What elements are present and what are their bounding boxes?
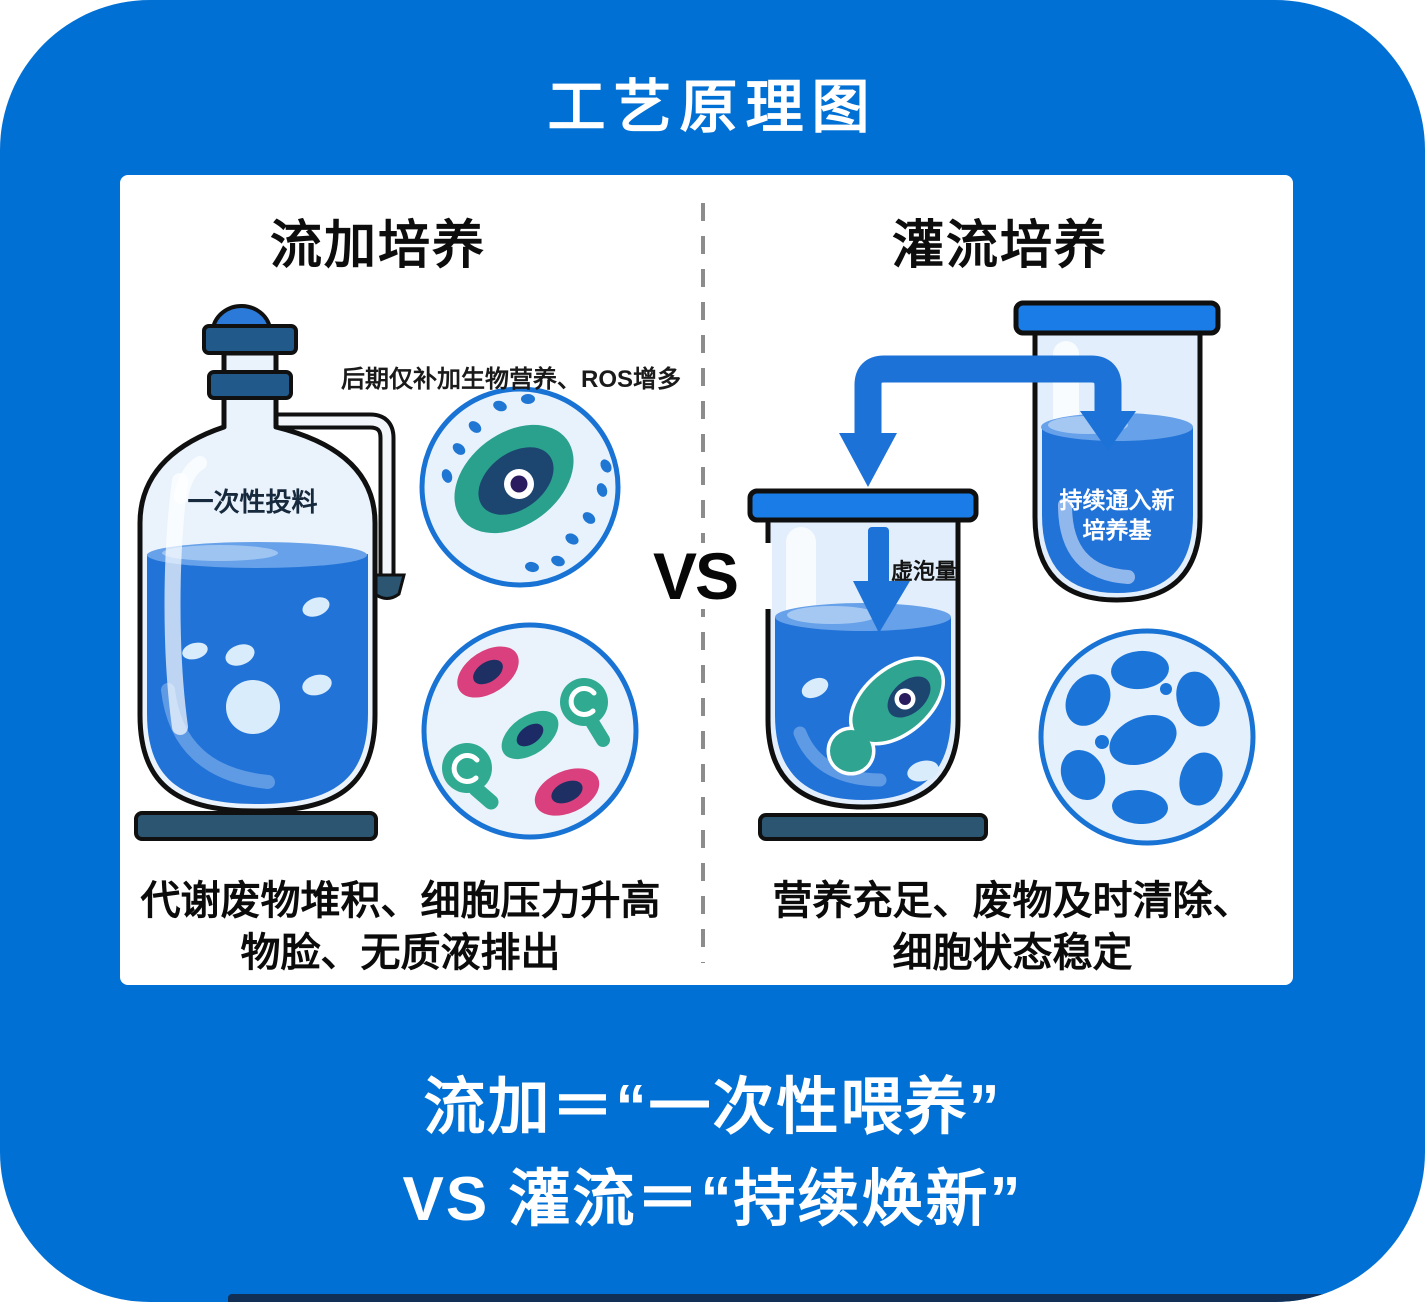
cell-in-reactor — [826, 656, 946, 776]
nutrient-cell-icon — [419, 386, 621, 588]
footer-summary-line2: VS 灌流＝“持续焕新” — [402, 1165, 1023, 1234]
media-vessel-lid — [1013, 300, 1221, 336]
perfusion-caption-line1: 营养充足、废物及时清除、 — [772, 879, 1253, 923]
media-vessel-icon — [1013, 300, 1221, 603]
bioreactor-base — [758, 813, 988, 841]
bottle-base — [134, 811, 378, 841]
healthy-cells-icon — [1038, 628, 1256, 846]
heading-fed-batch: 流加培养 — [269, 217, 486, 275]
fed-batch-caption-line1: 代谢废物堆积、细胞压力升高 — [140, 879, 661, 923]
fed-batch-annotation: 后期仅补加生物营养、ROS增多 — [340, 366, 681, 393]
page-title: 工艺原理图 — [547, 75, 878, 140]
bioreactor-label: 虚泡量 — [890, 559, 957, 584]
process-illustration — [134, 203, 1256, 963]
fed-batch-caption: 代谢废物堆积、细胞压力升高 物脸、无质液排出 — [123, 875, 678, 979]
bottle-label: 一次性投料 — [187, 487, 318, 517]
heading-perfusion: 灌流培养 — [891, 217, 1108, 275]
feed-bottle-icon — [134, 303, 406, 841]
flow-pipe-icon — [839, 355, 1136, 487]
next-section-edge — [228, 1294, 1352, 1302]
bioreactor-lid — [747, 488, 979, 523]
pipe-arrowhead-right — [1080, 411, 1136, 451]
perfusion-caption: 营养充足、废物及时清除、 细胞状态稳定 — [735, 875, 1290, 979]
mixed-cells-icon — [421, 622, 639, 840]
fed-batch-caption-line2: 物脸、无质液排出 — [240, 931, 561, 975]
media-vessel-label: 持续通入新 培养基 — [1017, 485, 1217, 545]
perfusion-caption-line2: 细胞状态稳定 — [892, 931, 1133, 975]
media-label-line2: 培养基 — [1082, 517, 1152, 543]
vs-label: VS — [618, 543, 772, 609]
footer-summary-line1: 流加＝“一次性喂养” — [423, 1073, 1002, 1142]
bottle-cap-dome — [210, 303, 273, 330]
bottle-bubbles — [182, 597, 332, 734]
comparison-panel: 流加培养 灌流培养 后期仅补加生物营养、ROS增多 一次性投料 VS 虚泡量 持… — [120, 175, 1293, 985]
inflow-arrow-icon — [868, 527, 889, 585]
bioreactor-icon — [747, 488, 988, 841]
pipe-arrowhead-left — [839, 433, 897, 487]
media-label-line1: 持续通入新 — [1059, 487, 1175, 513]
